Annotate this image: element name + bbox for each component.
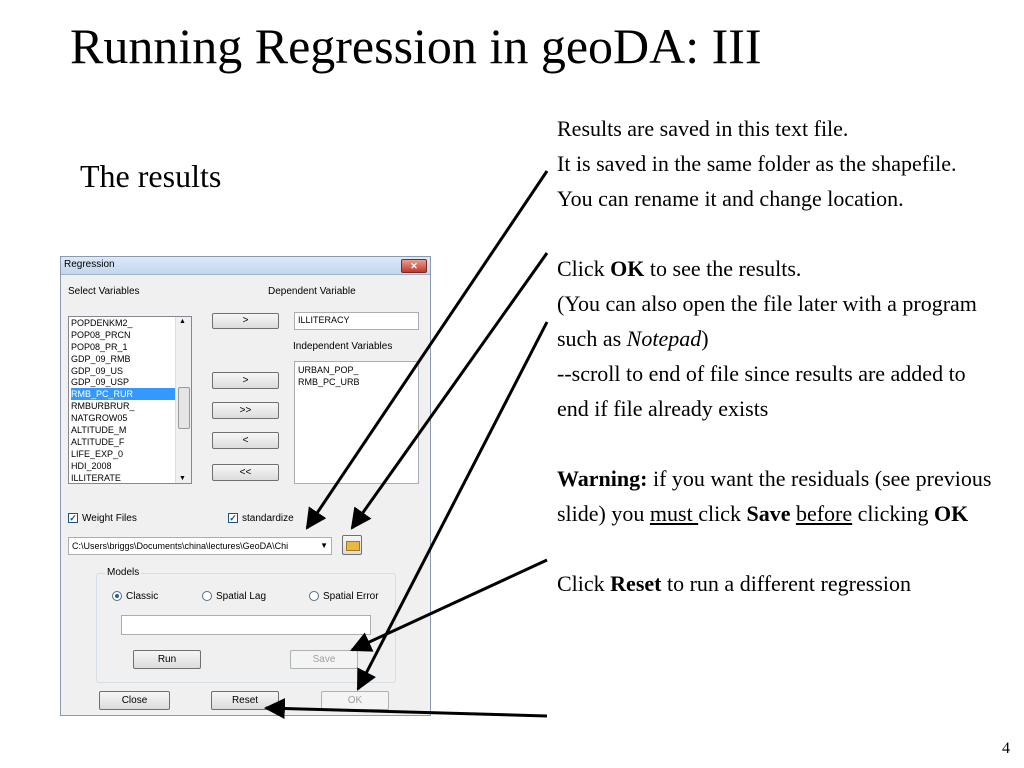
variable-list-item[interactable]: RMB_PC_RUR xyxy=(71,388,177,401)
slide-subtitle: The results xyxy=(80,158,222,194)
note-p3: You can rename it and change location. xyxy=(557,186,904,211)
move-to-dependent-button[interactable]: > xyxy=(212,313,279,329)
variable-list-item[interactable]: ALTITUDE_F xyxy=(71,436,125,447)
regression-dialog: Regression ✕ Select Variables Dependent … xyxy=(60,256,431,716)
dialog-title: Regression xyxy=(64,259,115,270)
variable-list-item[interactable]: POPDENKM2_ xyxy=(71,318,133,328)
close-button[interactable]: Close xyxy=(99,691,170,710)
dependent-variable-label: Dependent Variable xyxy=(268,286,356,297)
chevron-down-icon[interactable]: ▼ xyxy=(320,541,328,550)
reset-button[interactable]: Reset xyxy=(211,691,279,710)
variable-list-item[interactable]: GDP_09_RMB xyxy=(71,353,131,364)
ok-button[interactable]: OK xyxy=(321,691,389,710)
variable-list-item[interactable]: POP08_PR_1 xyxy=(71,341,128,352)
independent-variable-item[interactable]: RMB_PC_URB xyxy=(298,377,360,387)
classic-label: Classic xyxy=(126,591,159,602)
independent-variable-list[interactable]: URBAN_POP_ RMB_PC_URB xyxy=(294,361,419,484)
classic-radio[interactable] xyxy=(112,591,122,601)
scrollbar-thumb[interactable] xyxy=(178,387,190,429)
variable-list-item[interactable]: LIFE_EXP_0 xyxy=(71,448,124,459)
weight-files-checkbox[interactable]: ✓ xyxy=(68,513,78,523)
note-p7: Warning: if you want the residuals (see … xyxy=(557,466,992,526)
save-button[interactable]: Save xyxy=(290,650,358,669)
spatial-lag-radio[interactable] xyxy=(202,591,212,601)
run-button[interactable]: Run xyxy=(133,650,201,669)
variable-list-item[interactable]: RMBURBRUR_ xyxy=(71,401,135,412)
remove-all-button[interactable]: << xyxy=(212,464,279,481)
page-number: 4 xyxy=(1002,740,1010,757)
scroll-up-icon[interactable]: ▲ xyxy=(179,318,186,325)
dependent-variable-field[interactable]: ILLITERACY xyxy=(294,312,419,330)
select-variables-label: Select Variables xyxy=(68,286,140,297)
note-p4: Click OK to see the results. xyxy=(557,256,802,281)
variable-list-item[interactable]: ALTITUDE_M xyxy=(71,425,127,436)
folder-icon xyxy=(346,541,360,551)
weight-file-path: C:\Users\briggs\Documents\china\lectures… xyxy=(72,541,289,551)
variable-list-scrollbar[interactable]: ▲ ▼ xyxy=(175,317,191,483)
note-p6: --scroll to end of file since results ar… xyxy=(557,361,966,421)
instructions: Results are saved in this text file. It … xyxy=(557,111,997,601)
spatial-error-label: Spatial Error xyxy=(323,591,379,602)
variable-list-item[interactable]: HDI_2008 xyxy=(71,460,112,471)
progress-field xyxy=(121,615,371,635)
spatial-lag-label: Spatial Lag xyxy=(216,591,267,602)
open-folder-button[interactable] xyxy=(342,535,362,555)
weight-file-dropdown[interactable]: C:\Users\briggs\Documents\china\lectures… xyxy=(68,537,332,555)
note-p2: It is saved in the same folder as the sh… xyxy=(557,151,957,176)
weight-files-label: Weight Files xyxy=(82,513,137,524)
models-label: Models xyxy=(105,567,142,578)
add-independent-button[interactable]: > xyxy=(212,372,279,389)
close-icon[interactable]: ✕ xyxy=(401,259,427,273)
independent-variable-item[interactable]: URBAN_POP_ xyxy=(298,365,359,375)
variable-list-item[interactable]: NATGROW05 xyxy=(71,413,128,424)
scroll-down-icon[interactable]: ▼ xyxy=(179,475,186,482)
slide-title: Running Regression in geoDA: III xyxy=(70,18,762,74)
variable-list-item[interactable]: POP08_PRCN xyxy=(71,329,131,340)
note-p1: Results are saved in this text file. xyxy=(557,116,849,141)
note-p8: Click Reset to run a different regressio… xyxy=(557,571,911,596)
dialog-titlebar[interactable]: Regression ✕ xyxy=(61,257,430,275)
variable-list-item[interactable]: GDP_09_US xyxy=(71,365,124,376)
variable-list-item[interactable]: ILLITERATE xyxy=(71,472,121,483)
note-p5: (You can also open the file later with a… xyxy=(557,291,977,351)
standardize-label: standardize xyxy=(242,513,294,524)
variable-list-item[interactable]: GDP_09_USP xyxy=(71,377,130,388)
add-all-button[interactable]: >> xyxy=(212,402,279,419)
independent-variables-label: Independent Variables xyxy=(293,341,393,352)
spatial-error-radio[interactable] xyxy=(309,591,319,601)
standardize-checkbox[interactable]: ✓ xyxy=(228,513,238,523)
remove-button[interactable]: < xyxy=(212,432,279,449)
